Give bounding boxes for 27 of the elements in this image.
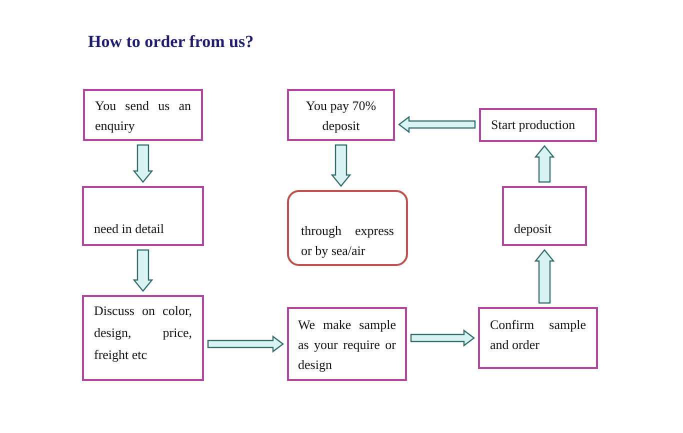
block-arrow [398, 116, 476, 134]
block-arrow [534, 145, 555, 183]
step-box [479, 108, 597, 142]
step-text: We make sample as your require or design [298, 316, 396, 374]
step-box [287, 307, 407, 381]
block-arrow [132, 249, 154, 292]
title: How to order from us? [88, 32, 254, 52]
block-arrow [207, 335, 284, 353]
step-box [82, 295, 204, 381]
block-arrow [330, 144, 352, 187]
step-box [287, 89, 395, 141]
step-text: You pay 70% deposit [304, 97, 378, 135]
step-text: deposit [514, 220, 553, 238]
block-arrow [132, 144, 154, 183]
block-arrow [534, 249, 555, 304]
rounded-step-box [287, 190, 408, 266]
step-box [502, 186, 587, 246]
step-text: need in detail [94, 220, 166, 238]
block-arrow [410, 329, 475, 347]
step-text: Confirm sample and order [490, 316, 586, 354]
step-text: through express or by sea/air [301, 222, 394, 260]
step-text: Start production [491, 116, 576, 134]
step-text: You send us an enquiry [95, 97, 191, 135]
step-box [82, 186, 204, 246]
step-text: Discuss on color, design, price, freight etc [94, 302, 192, 364]
step-box [478, 307, 598, 369]
step-box [83, 89, 203, 141]
